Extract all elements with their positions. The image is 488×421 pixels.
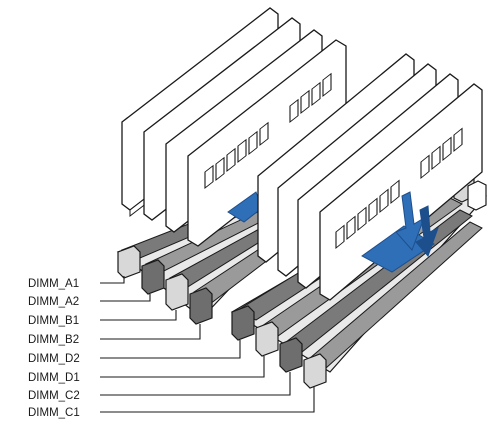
memory-chip (237, 138, 247, 163)
slot-latch-a1 (117, 245, 141, 279)
slot-label-d2: DIMM_D2 (28, 353, 80, 365)
slot-label-a1: DIMM_A1 (28, 278, 79, 290)
memory-chip (390, 179, 400, 204)
memory-chip (357, 206, 367, 231)
memory-chip (215, 156, 225, 181)
down-arrow-icon (395, 191, 425, 251)
memory-chip (335, 224, 345, 249)
slot-latch-b1 (165, 273, 189, 311)
slot-latch-c2 (279, 337, 303, 373)
memory-chip (226, 147, 236, 172)
leader-line-c1 (100, 386, 315, 413)
leader-lines (100, 276, 315, 413)
memory-chip (346, 215, 356, 240)
leader-line-a1 (100, 276, 125, 284)
memory-chip (322, 72, 332, 97)
right-memory-modules (257, 53, 483, 301)
slot-label-d1: DIMM_D1 (28, 372, 80, 384)
slot-latch-d1 (255, 321, 279, 357)
slot-latch-c1 (303, 353, 327, 389)
slot-latch-a2 (141, 259, 165, 295)
slot-labels: DIMM_A1 DIMM_A2 DIMM_B1 DIMM_B2 DIMM_D2 … (28, 278, 80, 419)
slot-label-c2: DIMM_C2 (28, 390, 80, 402)
down-arrow-icon (415, 205, 439, 257)
memory-chip (368, 197, 378, 222)
leader-line-d1 (100, 356, 265, 378)
slot-latch-b2 (189, 287, 213, 325)
memory-chip (453, 127, 463, 152)
slot-far-latch (467, 180, 487, 211)
left-memory-modules (121, 7, 347, 247)
leader-line-c2 (100, 372, 291, 396)
leader-line-b2 (100, 324, 201, 340)
memory-chip (259, 121, 269, 146)
slot-label-c1: DIMM_C1 (28, 407, 80, 419)
memory-chip (300, 89, 310, 114)
slot-label-b1: DIMM_B1 (28, 315, 79, 327)
slot-latch-d2 (231, 305, 255, 341)
leader-line-d2 (100, 340, 241, 359)
memory-chip (289, 98, 299, 123)
memory-chip (431, 145, 441, 170)
memory-chip (442, 136, 452, 161)
memory-chip (248, 130, 258, 155)
memory-chip (420, 154, 430, 179)
leader-line-a2 (100, 294, 151, 302)
leader-line-b1 (100, 310, 177, 321)
memory-chip (379, 188, 389, 213)
memory-module (319, 83, 483, 301)
slot-label-b2: DIMM_B2 (28, 334, 79, 346)
memory-chip (311, 81, 321, 106)
slot-label-a2: DIMM_A2 (28, 296, 79, 308)
memory-chip (204, 164, 214, 189)
